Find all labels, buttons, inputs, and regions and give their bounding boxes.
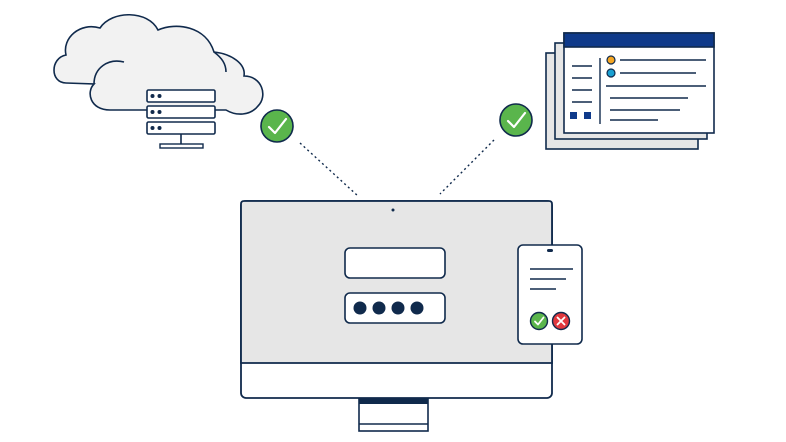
password-dot: [391, 301, 405, 315]
password-dot: [372, 301, 386, 315]
server-unit: [146, 105, 216, 119]
password-dot: [353, 301, 367, 315]
password-mask: [353, 301, 424, 315]
cloud-detail-line: [213, 51, 227, 73]
server-unit: [146, 89, 216, 103]
windows-verified-check-icon: [499, 103, 533, 137]
check-icon[interactable]: [529, 311, 549, 331]
phone-icon: [517, 244, 583, 345]
cloud-verified-check-icon: [260, 109, 294, 143]
monitor-screen: [240, 200, 553, 364]
window-title-bar: [563, 32, 715, 48]
windows-connection-line: [439, 139, 495, 195]
app-window-icon: [563, 32, 715, 134]
status-dot-orange: [606, 55, 616, 65]
cloud-connection-line: [299, 142, 359, 197]
close-icon[interactable]: [551, 311, 571, 331]
phone-speaker: [547, 249, 553, 252]
server-unit: [146, 121, 216, 135]
monitor-icon: [240, 200, 553, 432]
server-base: [159, 143, 204, 149]
cloud-server-group: [53, 14, 264, 149]
app-window-stack: [545, 32, 715, 150]
password-dot: [410, 301, 424, 315]
server-rack-icon: [146, 89, 216, 149]
username-field[interactable]: [344, 247, 446, 279]
status-dot-blue: [606, 68, 616, 78]
webcam: [391, 208, 395, 212]
phone-body: [517, 244, 583, 345]
cloud-detail-line: [93, 60, 125, 85]
